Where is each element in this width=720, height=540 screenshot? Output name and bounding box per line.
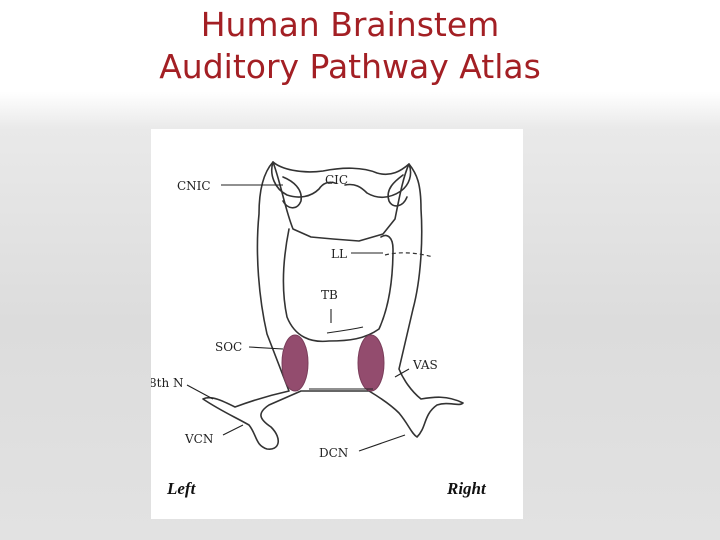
soc-pointer bbox=[248, 346, 284, 350]
label-cic: CIC bbox=[325, 173, 348, 187]
label-tb: TB bbox=[321, 288, 338, 302]
label-soc: SOC bbox=[215, 340, 242, 354]
label-vas: VAS bbox=[412, 358, 438, 372]
soc-nucleus-left bbox=[281, 334, 309, 392]
inner-outline bbox=[282, 228, 394, 343]
nerve8-pointer bbox=[186, 384, 214, 400]
trapezoid-body-line bbox=[326, 326, 364, 334]
label-ll: LL bbox=[331, 247, 347, 261]
brainstem-diagram-svg: CNIC CIC LL TB SOC VAS 8th N VCN DCN Lef… bbox=[151, 161, 487, 498]
label-dcn: DCN bbox=[319, 446, 348, 460]
label-left-side: Left bbox=[166, 479, 197, 498]
superior-colliculi bbox=[271, 161, 412, 199]
brainstem-outline bbox=[202, 161, 464, 450]
label-vcn: VCN bbox=[184, 432, 213, 446]
label-right-side: Right bbox=[446, 479, 487, 498]
inferior-colliculus-left bbox=[282, 176, 303, 209]
title-line-1: Human Brainstem bbox=[200, 5, 500, 44]
label-8th-nerve: 8th N bbox=[151, 376, 184, 390]
vas-pointer bbox=[394, 368, 410, 378]
slide-title: Human Brainstem Auditory Pathway Atlas bbox=[0, 4, 700, 88]
soc-nucleus-right bbox=[357, 334, 385, 392]
inferior-colliculus-right bbox=[387, 174, 408, 207]
brainstem-diagram: CNIC CIC LL TB SOC VAS 8th N VCN DCN Lef… bbox=[151, 129, 523, 519]
title-line-2: Auditory Pathway Atlas bbox=[159, 47, 541, 86]
dcn-pointer bbox=[358, 434, 406, 452]
vcn-pointer bbox=[222, 424, 244, 436]
lateral-lemniscus-dashed bbox=[384, 252, 434, 258]
label-cnic: CNIC bbox=[177, 179, 211, 193]
